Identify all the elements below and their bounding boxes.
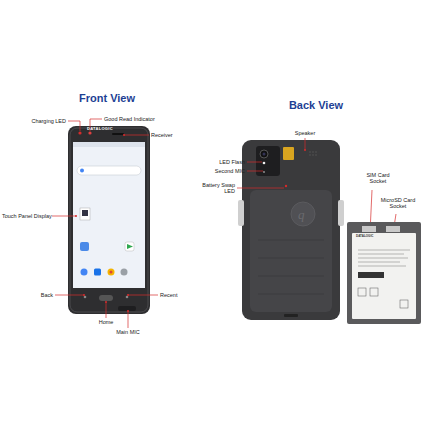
part-label: Recent [160, 292, 177, 298]
part-label: Back [41, 292, 53, 298]
part-label: Main MIC [116, 329, 140, 335]
view-heading: Front View [79, 92, 135, 105]
part-label: Second MIC [215, 168, 245, 174]
part-label: MicroSD Card Socket [377, 197, 419, 210]
svg-text:q: q [298, 207, 305, 222]
part-label: Battery Swap LED [195, 182, 235, 195]
part-label: LED Flash [219, 159, 245, 165]
part-label: SIM Card Socket [361, 172, 395, 185]
part-label: Charging LED [31, 118, 66, 124]
part-label: Receiver [151, 132, 173, 138]
brand-logo: DATALOGIC [356, 235, 373, 238]
part-label: Touch Panel Display [2, 213, 52, 219]
part-label: Home [99, 319, 114, 325]
part-label: Speaker [295, 130, 316, 136]
view-heading: Back View [289, 99, 343, 112]
brand-logo: DATALOGIC [87, 127, 113, 132]
part-label: Good Read Indicator [104, 116, 155, 122]
